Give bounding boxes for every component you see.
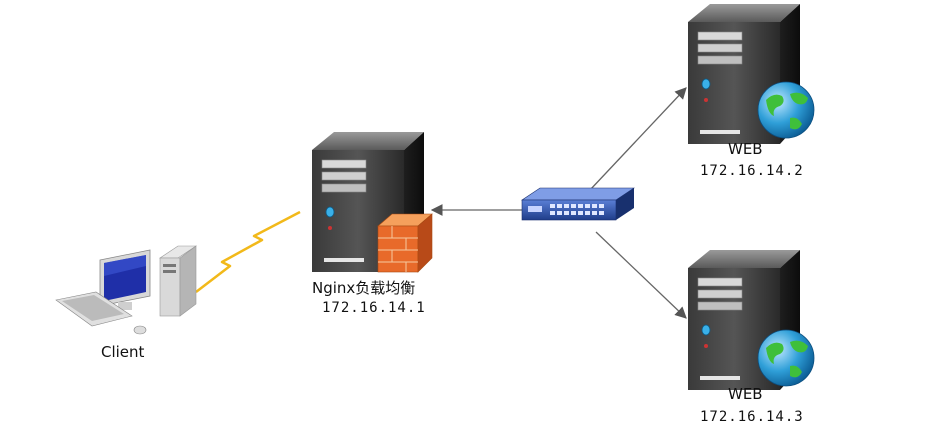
server-with-firewall-icon [311, 131, 433, 273]
client-computer-icon [55, 245, 197, 335]
web1-label: WEB [728, 140, 763, 158]
globe-icon [757, 329, 815, 387]
web-server-1 [687, 3, 815, 145]
web2-label: WEB [728, 385, 763, 403]
arrow-switch-to-web1 [589, 87, 687, 191]
web1-ip: 172.16.14.2 [700, 163, 804, 179]
web2-ip: 172.16.14.3 [700, 409, 804, 425]
web-server-2 [687, 249, 815, 391]
nginx-label: Nginx负载均衡 [312, 279, 416, 297]
globe-icon [757, 81, 815, 139]
arrow-switch-to-web2 [595, 231, 687, 319]
connections [195, 87, 687, 319]
network-switch-icon [521, 187, 635, 221]
firewall-icon [377, 213, 433, 273]
lightning-connector [195, 210, 301, 293]
nginx-ip: 172.16.14.1 [322, 300, 426, 316]
client-label: Client [101, 343, 145, 361]
